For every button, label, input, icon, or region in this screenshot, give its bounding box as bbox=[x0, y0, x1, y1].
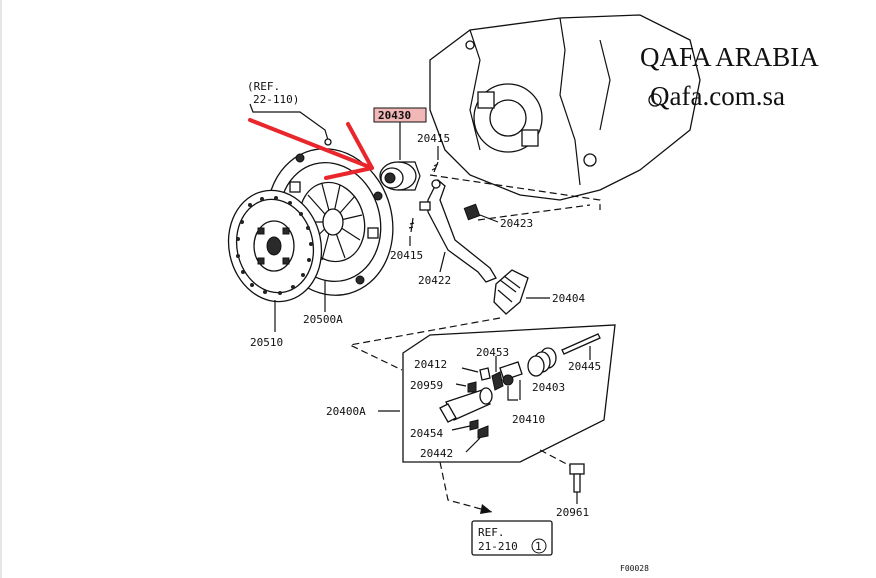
guide-line-cylinder bbox=[348, 317, 501, 371]
ref-bottom-circled: 1 bbox=[535, 540, 542, 553]
callout-20442: 20442 bbox=[420, 447, 453, 460]
callout-20400a: 20400A bbox=[326, 405, 366, 418]
callout-20404: 20404 bbox=[552, 292, 585, 305]
callout-20510: 20510 bbox=[250, 336, 283, 349]
dust-boot-20404: 20404 bbox=[493, 269, 585, 315]
callout-20423: 20423 bbox=[500, 217, 533, 230]
release-fork-20422 bbox=[419, 178, 497, 283]
guide-line-ref bbox=[439, 461, 493, 513]
clutch-disc-20510 bbox=[227, 189, 323, 303]
ref-bottom-line2: 21-210 bbox=[478, 540, 518, 553]
callout-20415-top: 20415 bbox=[417, 132, 450, 145]
ref-top-line2: 22-110) bbox=[253, 93, 299, 106]
diagram-code: F00028 bbox=[620, 564, 649, 573]
watermark-brand: QAFA ARABIA bbox=[640, 42, 819, 72]
watermark-site: Qafa.com.sa bbox=[650, 81, 785, 111]
callout-20453: 20453 bbox=[476, 346, 509, 359]
ref-bottom-line1: REF. bbox=[478, 526, 505, 539]
callout-20961: 20961 bbox=[556, 506, 589, 519]
callout-20422: 20422 bbox=[418, 274, 451, 287]
ref-21-210-box: REF. 21-210 1 bbox=[471, 520, 553, 556]
bolt-20961: 20961 bbox=[539, 449, 589, 519]
red-pointer-arrow bbox=[248, 118, 374, 180]
ref-top-line1: (REF. bbox=[247, 80, 280, 93]
ref-22-110-label: (REF. 22-110) bbox=[247, 80, 332, 146]
release-bearing-20430 bbox=[379, 122, 421, 191]
callout-20500a: 20500A bbox=[303, 313, 343, 326]
slave-cylinder-assembly-20400a: 20400A 20445 20403 20410 20453 20412 209… bbox=[326, 324, 616, 463]
callout-20959: 20959 bbox=[410, 379, 443, 392]
callout-20410: 20410 bbox=[512, 413, 545, 426]
part-20430-highlight-box bbox=[373, 107, 427, 123]
callout-20454: 20454 bbox=[410, 427, 443, 440]
callout-20412: 20412 bbox=[414, 358, 447, 371]
callout-20403: 20403 bbox=[532, 381, 565, 394]
callout-20430: 20430 bbox=[378, 109, 411, 122]
spring-20415-bottom bbox=[408, 217, 415, 233]
callout-20415-bottom: 20415 bbox=[390, 249, 423, 262]
transmission-housing bbox=[429, 14, 701, 201]
callout-20445: 20445 bbox=[568, 360, 601, 373]
spring-20415-top bbox=[431, 161, 439, 173]
pivot-20423: 20423 bbox=[463, 203, 533, 230]
